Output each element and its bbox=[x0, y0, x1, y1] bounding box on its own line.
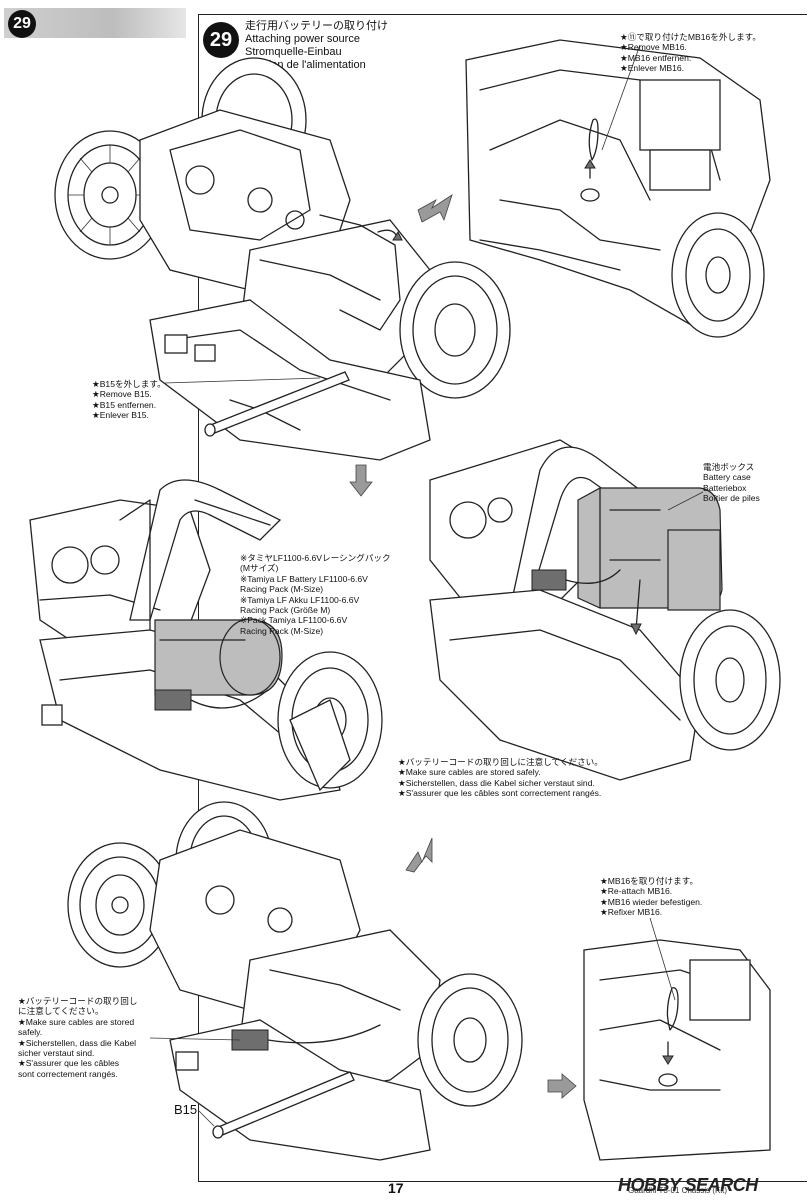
flow-arrow bbox=[405, 837, 433, 873]
title-en: Attaching power source bbox=[245, 33, 360, 45]
note-battery-case: 電池ボックス Battery case Batteriebox Boîtier … bbox=[703, 462, 760, 504]
note-cables-bottom: ★バッテリーコードの取り回し に注意してください。 ★Make sure cab… bbox=[18, 996, 138, 1079]
step-title: 走行用バッテリーの取り付け Attaching power source Str… bbox=[245, 20, 388, 72]
detail-mb16-reattach bbox=[583, 917, 771, 1161]
b15-part-label: B15 bbox=[174, 1102, 198, 1117]
note-reattach-mb16: ★MB16を取り付けます。 ★Re-attach MB16. ★MB16 wie… bbox=[600, 876, 703, 918]
chassis-illustration-top bbox=[54, 57, 511, 461]
detail-mb16-removal bbox=[465, 39, 771, 338]
watermark-subtitle: Gaardhi T3-01 Chassis (Kit) bbox=[628, 1186, 727, 1195]
page-number: 17 bbox=[388, 1180, 404, 1196]
watermark: HOBBY SEARCH bbox=[618, 1175, 758, 1195]
chassis-illustration-battery bbox=[29, 479, 383, 801]
title-de: Stromquelle-Einbau bbox=[245, 46, 342, 58]
step-number-badge: 29 bbox=[8, 10, 36, 38]
battery-plug bbox=[154, 689, 192, 711]
flow-arrow bbox=[547, 1073, 577, 1099]
note-cables-middle: ★バッテリーコードの取り回しに注意してください。 ★Make sure cabl… bbox=[398, 757, 603, 799]
note-remove-mb16: ★⑪で取り付けたMB16を外します。 ★Remove MB16. ★MB16 e… bbox=[620, 32, 762, 74]
chassis-illustration-bottom bbox=[67, 801, 523, 1161]
note-remove-b15: ★B15を外します。 ★Remove B15. ★B15 entfernen. … bbox=[92, 379, 166, 421]
flow-arrow bbox=[349, 464, 373, 497]
step-number-circle: 29 bbox=[203, 22, 239, 58]
flow-arrow bbox=[417, 194, 453, 223]
title-ja: 走行用バッテリーの取り付け bbox=[245, 20, 388, 32]
chassis-illustration-battery-case bbox=[429, 439, 781, 781]
note-battery-pack: ※タミヤLF1100-6.6Vレーシングパック (Mサイズ) ※Tamiya L… bbox=[240, 553, 391, 636]
